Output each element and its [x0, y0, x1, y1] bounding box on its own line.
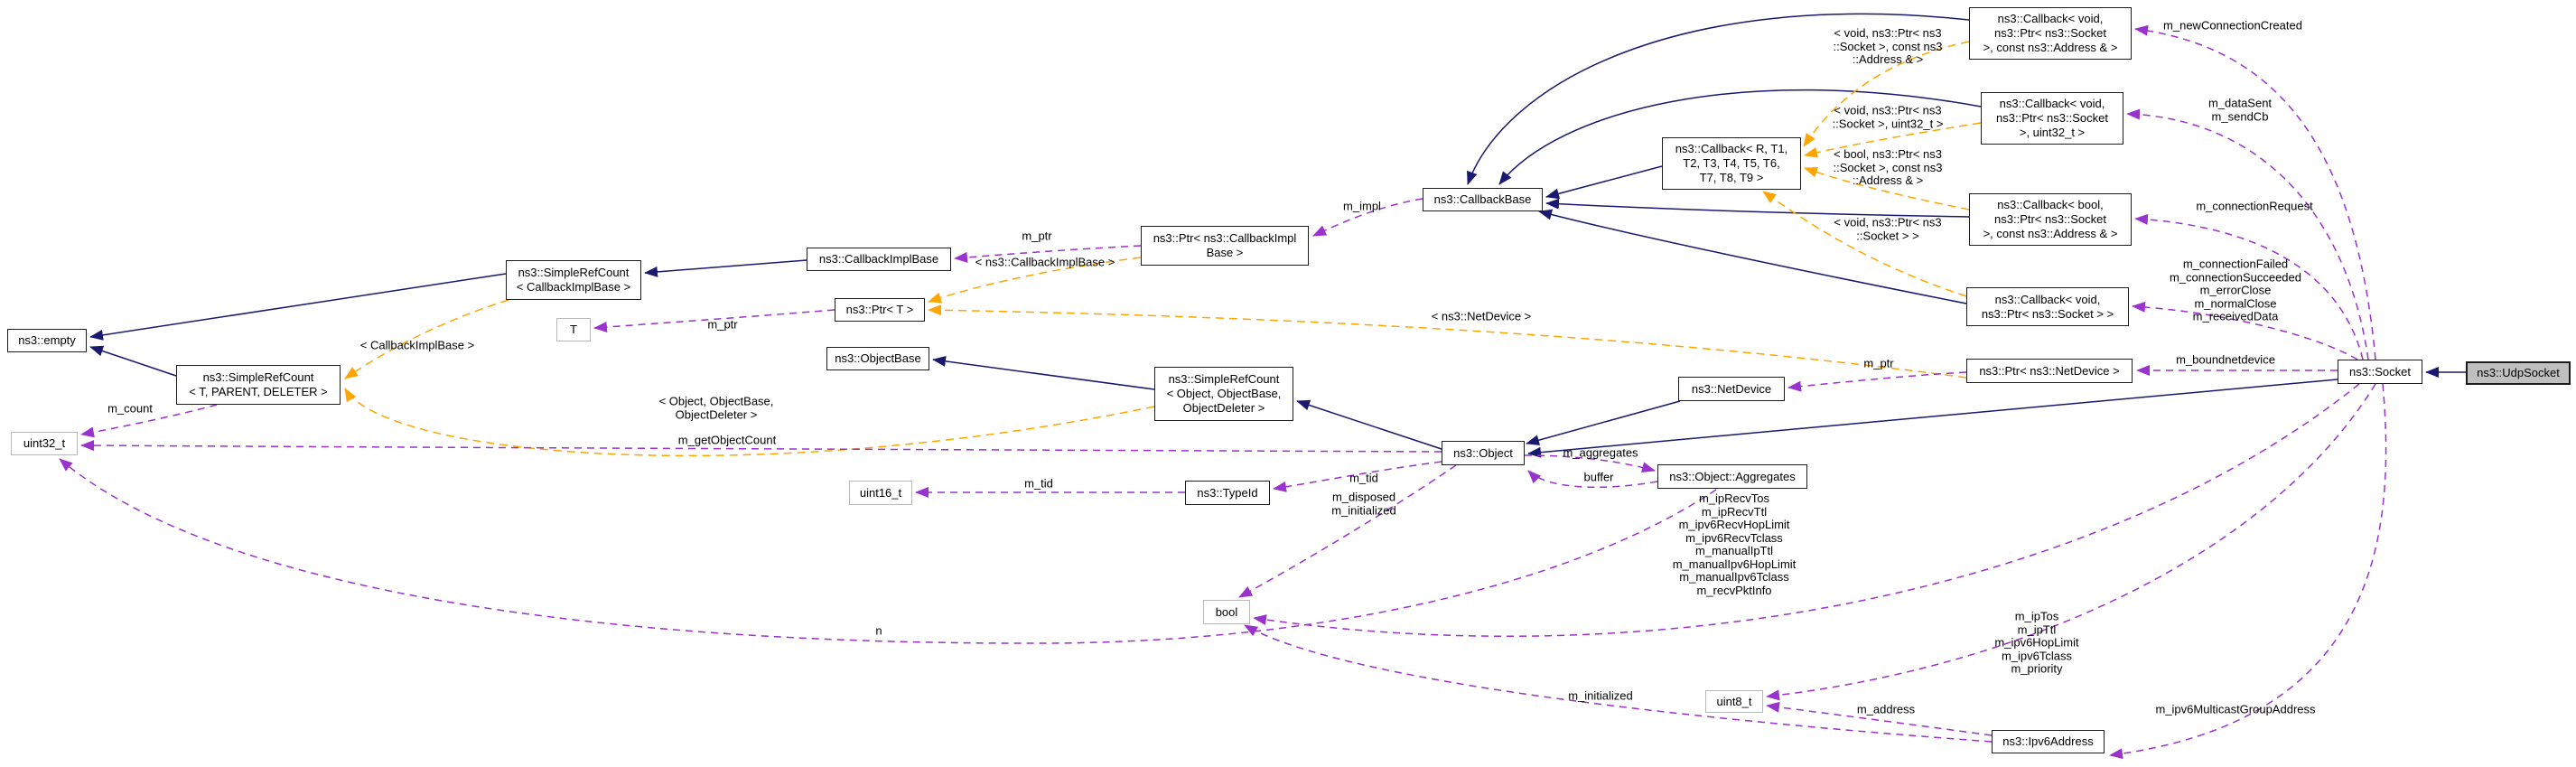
- node-socket[interactable]: ns3::Socket: [2338, 360, 2422, 384]
- edge-label-buffer: buffer: [1583, 470, 1614, 484]
- edge-inherit-cbbool-cbbase: [1545, 198, 1970, 218]
- edge-label-targs-object: < Object, ObjectBase, ObjectDeleter >: [658, 394, 774, 421]
- node-aggregates[interactable]: ns3::Object::Aggregates: [1657, 464, 1807, 489]
- edge-usage-m-impl: [1312, 198, 1423, 237]
- edge-label-m-ptr-t: m_ptr: [707, 317, 738, 332]
- edge-usage-m-newconnectioncreated: [2134, 24, 2376, 360]
- edge-usage-buffer: [1527, 470, 1658, 489]
- edge-usage-m-ptr-cib: [954, 245, 1142, 263]
- node-ptr-cib[interactable]: ns3::Ptr< ns3::CallbackImpl Base >: [1141, 226, 1309, 266]
- edge-template-cbvoid-cbtemplate: [1762, 191, 1967, 297]
- edge-usage-m-datasent: [2126, 108, 2369, 360]
- edge-label-m-initialized: m_initialized: [1568, 688, 1633, 703]
- edge-template-cbu32-cbtemplate: [1804, 122, 1982, 158]
- edge-label-m-datasent-sendcb: m_dataSent m_sendCb: [2207, 96, 2273, 123]
- node-src-tpd[interactable]: ns3::SimpleRefCount < T, PARENT, DELETER…: [176, 365, 341, 405]
- edge-usage-m-disposed-initialized: [1238, 464, 1457, 598]
- edge-label-m-address: m_address: [1856, 702, 1916, 716]
- edge-usage-iptos-group: [1766, 383, 2376, 701]
- edge-label-m-boundnetdevice: m_boundnetdevice: [2176, 352, 2275, 367]
- node-typeid[interactable]: ns3::TypeId: [1185, 481, 1270, 505]
- edge-label-m-tid-object: m_tid: [1349, 471, 1378, 485]
- edge-usage-m-ptr-netdev: [1787, 371, 1967, 392]
- node-uint32-t: uint32_t: [11, 432, 78, 455]
- edge-template-cbbool-cbtemplate: [1804, 166, 1970, 210]
- node-uint8-t: uint8_t: [1705, 690, 1763, 713]
- edge-inherit-cbu32-cbbase: [1498, 89, 1982, 185]
- edge-template-ptrnetdev-ptrt: [928, 304, 1967, 379]
- edge-usage-m-address: [1766, 701, 1993, 736]
- edge-label-m-aggregates: m_aggregates: [1563, 445, 1638, 460]
- edge-inherit-cib-srccib: [644, 259, 807, 277]
- edge-usage-m-aggregates: [1524, 454, 1656, 473]
- edge-label-m-newconnectioncreated: m_newConnectionCreated: [2163, 18, 2302, 33]
- edge-inherit-netdevice-object: [1526, 400, 1681, 446]
- node-objbase[interactable]: ns3::ObjectBase: [826, 347, 929, 370]
- edge-template-ptrcib-ptrt: [928, 257, 1142, 304]
- edge-label-m-iptos-group: m_ipTos m_ipTtl m_ipv6HopLimit m_ipv6Tcl…: [1994, 609, 2079, 676]
- edge-usage-recv-flags: [1253, 383, 2360, 637]
- edge-label-m-getobjectcount: m_getObjectCount: [677, 433, 777, 447]
- node-cb-u32[interactable]: ns3::Callback< void, ns3::Ptr< ns3::Sock…: [1981, 92, 2123, 145]
- edge-usage-m-ptr-t: [593, 309, 835, 332]
- edge-template-cbaddr-cbtemplate: [1803, 41, 1970, 147]
- edge-label-m-tid-typeid: m_tid: [1024, 476, 1053, 491]
- edge-label-targs-cibase: < ns3::CallbackImplBase >: [975, 255, 1115, 269]
- edge-label-targs-bool-addr: < bool, ns3::Ptr< ns3 ::Socket >, const …: [1833, 147, 1943, 188]
- node-object[interactable]: ns3::Object: [1442, 441, 1525, 465]
- edge-inherit-socket-object: [1527, 379, 2338, 458]
- edge-label-m-count: m_count: [107, 401, 153, 416]
- edge-template-srccib-srctpd: [344, 299, 509, 379]
- node-cib[interactable]: ns3::CallbackImplBase: [807, 248, 951, 271]
- edge-label-n: n: [875, 623, 882, 638]
- node-cb-addr[interactable]: ns3::Callback< void, ns3::Ptr< ns3::Sock…: [1969, 7, 2132, 60]
- edge-label-targs-void-addr: < void, ns3::Ptr< ns3 ::Socket >, const …: [1833, 26, 1943, 67]
- edge-label-targs-void-socket: < void, ns3::Ptr< ns3 ::Socket > >: [1834, 215, 1942, 242]
- edge-label-targs-callbackimplbase: < CallbackImplBase >: [359, 338, 475, 352]
- node-src-cib[interactable]: ns3::SimpleRefCount < CallbackImplBase >: [506, 260, 641, 300]
- node-ptr-netdev[interactable]: ns3::Ptr< ns3::NetDevice >: [1966, 359, 2133, 383]
- edge-template-srcobj-srctpd: [344, 388, 1155, 457]
- edge-inherit-srctpd-empty: [89, 345, 177, 377]
- edge-label-m-impl: m_impl: [1343, 199, 1381, 213]
- edge-label-m-disposed-initialized: m_disposed m_initialized: [1331, 490, 1396, 517]
- node-t: T: [556, 318, 591, 341]
- edge-usage-m-connectionrequest: [2134, 213, 2364, 360]
- edge-usage-m-tid-object: [1273, 461, 1442, 492]
- edge-label-m-connection-group: m_connectionFailed m_connectionSucceeded…: [2170, 257, 2301, 323]
- edge-label-m-connectionrequest: m_connectionRequest: [2196, 199, 2313, 213]
- edge-usage-m-ipv6multicast: [2109, 383, 2387, 760]
- edge-inherit-cbvoid-cbbase: [1538, 209, 1967, 304]
- edge-usage-m-initialized: [1244, 624, 1993, 743]
- edge-inherit-object-srcobj: [1296, 399, 1442, 450]
- edge-usage-m-count: [80, 404, 218, 438]
- node-ipv6addr[interactable]: ns3::Ipv6Address: [1992, 730, 2105, 753]
- node-cb-bool[interactable]: ns3::Callback< bool, ns3::Ptr< ns3::Sock…: [1969, 193, 2132, 246]
- edge-label-m-ptr-cib: m_ptr: [1022, 229, 1052, 243]
- edge-label-m-ptr-netdev: m_ptr: [1863, 356, 1894, 370]
- node-src-obj[interactable]: ns3::SimpleRefCount < Object, ObjectBase…: [1154, 367, 1293, 421]
- node-netdevice[interactable]: ns3::NetDevice: [1678, 377, 1785, 401]
- edge-usage-n: [59, 458, 1717, 644]
- node-cb-void[interactable]: ns3::Callback< void, ns3::Ptr< ns3::Sock…: [1966, 287, 2129, 326]
- node-bool: bool: [1203, 600, 1250, 624]
- node-cbbase[interactable]: ns3::CallbackBase: [1423, 188, 1543, 211]
- edge-inherit-cbaddr-cbbase: [1467, 13, 1970, 185]
- edge-label-m-ipv6multicast: m_ipv6MulticastGroupAddress: [2155, 702, 2316, 716]
- node-udpsocket: ns3::UdpSocket: [2466, 361, 2571, 385]
- edge-inherit-srcobj-objbase: [932, 355, 1155, 390]
- edge-usage-m-connection-group: [2132, 301, 2358, 360]
- node-uint16-t: uint16_t: [849, 481, 912, 505]
- edge-inherit-cbtemplate-cbbase: [1545, 165, 1663, 200]
- edge-label-m-recv-group: m_ipRecvTos m_ipRecvTtl m_ipv6RecvHopLim…: [1672, 491, 1797, 597]
- edge-label-targs-void-u32: < void, ns3::Ptr< ns3 ::Socket >, uint32…: [1832, 103, 1944, 130]
- node-ptr-t[interactable]: ns3::Ptr< T >: [835, 298, 925, 322]
- node-cb-template[interactable]: ns3::Callback< R, T1, T2, T3, T4, T5, T6…: [1662, 137, 1801, 190]
- node-empty[interactable]: ns3::empty: [7, 329, 87, 352]
- edge-label-targs-netdevice: < ns3::NetDevice >: [1431, 309, 1532, 323]
- edge-inherit-srccib-empty: [89, 273, 507, 341]
